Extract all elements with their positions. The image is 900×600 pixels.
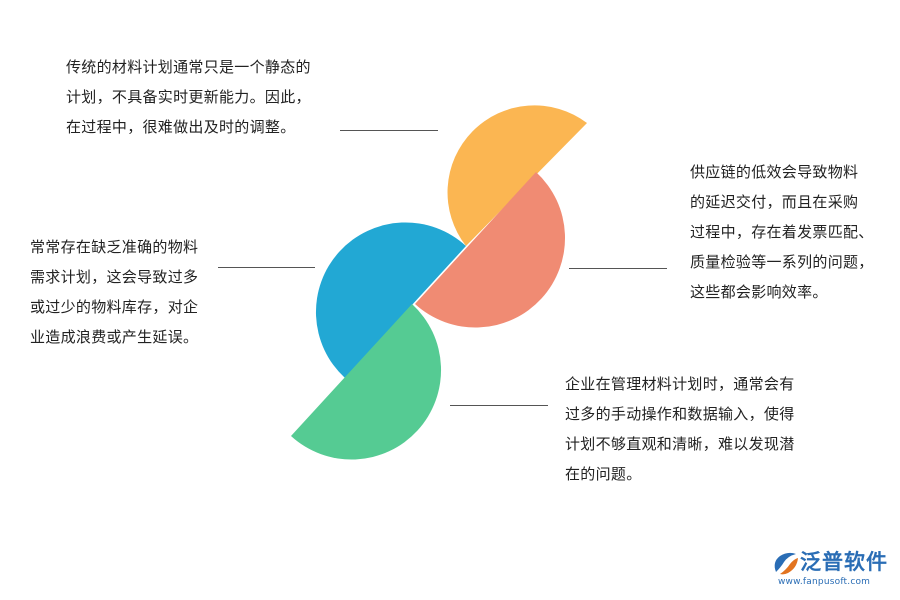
- petal-blue: [315, 222, 466, 378]
- paragraph-demand-plan: 常常存在缺乏准确的物料 需求计划，这会导致过多 或过少的物料库存，对企 业造成浪…: [30, 232, 198, 352]
- paragraph-line: 过多的手动操作和数据输入，使得: [565, 405, 795, 423]
- paragraph-line: 在的问题。: [565, 465, 642, 483]
- leader-line-bottom-right: [450, 405, 548, 406]
- paragraph-line: 常常存在缺乏准确的物料: [30, 238, 199, 256]
- paragraph-line: 或过少的物料库存，对企: [30, 298, 199, 316]
- paragraph-line: 在过程中，很难做出及时的调整。: [66, 118, 296, 136]
- petal-green: [291, 304, 442, 460]
- paragraph-line: 需求计划，这会导致过多: [30, 268, 199, 286]
- paragraph-manual-operation: 企业在管理材料计划时，通常会有 过多的手动操作和数据输入，使得 计划不够直观和清…: [565, 369, 795, 489]
- paragraph-line: 计划，不具备实时更新能力。因此，: [66, 88, 311, 106]
- petal-yellow: [447, 105, 587, 247]
- paragraph-line: 传统的材料计划通常只是一个静态的: [66, 58, 311, 76]
- paragraph-line: 的延迟交付，而且在采购: [690, 193, 859, 211]
- paragraph-line: 这些都会影响效率。: [690, 283, 828, 301]
- fanpu-logo-icon: [774, 552, 798, 575]
- petal-salmon: [415, 172, 566, 328]
- brand-name: 泛普软件: [800, 550, 888, 574]
- paragraph-static-plan: 传统的材料计划通常只是一个静态的 计划，不具备实时更新能力。因此， 在过程中，很…: [66, 52, 311, 142]
- leader-line-mid-left: [218, 267, 315, 268]
- paragraph-supply-chain: 供应链的低效会导致物料 的延迟交付，而且在采购 过程中，存在着发票匹配、 质量检…: [690, 157, 874, 307]
- paragraph-line: 计划不够直观和清晰，难以发现潜: [565, 435, 795, 453]
- paragraph-line: 业造成浪费或产生延误。: [30, 328, 199, 346]
- paragraph-line: 过程中，存在着发票匹配、: [690, 223, 874, 241]
- brand-url: www.fanpusoft.com: [778, 577, 871, 587]
- leader-line-top-left: [340, 130, 438, 131]
- paragraph-line: 质量检验等一系列的问题，: [690, 253, 874, 271]
- brand-logo: 泛普软件 www.fanpusoft.com: [770, 544, 888, 590]
- leader-line-top-right: [569, 268, 667, 269]
- paragraph-line: 企业在管理材料计划时，通常会有: [565, 375, 795, 393]
- paragraph-line: 供应链的低效会导致物料: [690, 163, 859, 181]
